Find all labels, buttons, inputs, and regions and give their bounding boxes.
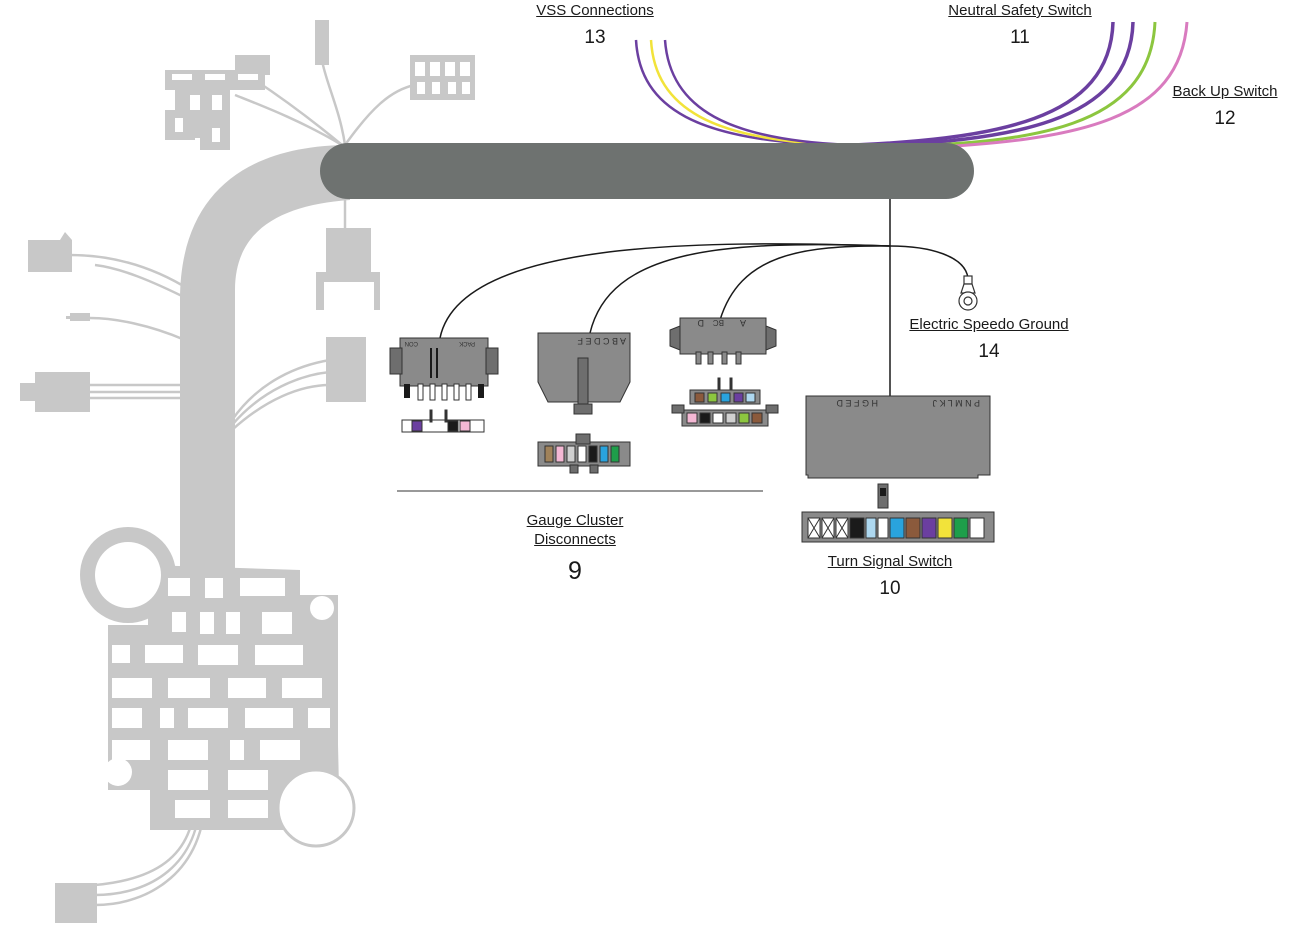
neutral-wire-1 (829, 21, 1115, 148)
backup-switch-label-name: Back Up Switch (1172, 83, 1278, 100)
gauge-cluster-label-line1: Gauge Cluster (526, 512, 624, 529)
turn-signal-connector: P N M L K J H G F E D (805, 395, 991, 509)
pack-con-left-text: CON (405, 340, 418, 346)
left-clip (66, 313, 90, 321)
neutral-safety-label: Neutral Safety Switch 11 (930, 1, 1110, 50)
harness-trunk (180, 145, 350, 580)
abcdef-connector: A B C D E F (537, 332, 631, 415)
fuse-block (80, 527, 356, 848)
top-connector (315, 20, 329, 65)
side-relay (326, 337, 366, 402)
abd-left-text: D (697, 318, 704, 328)
pack-con-connector: CON PACK (389, 337, 499, 401)
wire-to-ground (889, 245, 969, 279)
vss-label-name: VSS Connections (536, 2, 654, 19)
wire-to-pack (439, 243, 891, 339)
gauge-cluster-label-line2: Disconnects (534, 531, 616, 548)
vss-wire-purple (634, 39, 831, 147)
ground-ring-terminal (958, 275, 978, 311)
turn-signal-label-number: 10 (879, 578, 901, 599)
turn-signal-pin-strip (801, 511, 995, 543)
abd-right-text: A (740, 318, 746, 328)
turn-signal-label: Turn Signal Switch 10 (810, 552, 970, 601)
speedo-ground-label-number: 14 (978, 341, 1000, 362)
trunk-plug (316, 228, 380, 310)
turn-pins-right-text: P N M L K J (932, 398, 980, 408)
relay-connector (410, 55, 475, 100)
vss-wire-purple-2 (663, 39, 851, 147)
gray-harness (20, 20, 475, 923)
main-harness (320, 143, 974, 199)
backup-wire-pink (919, 21, 1189, 150)
pack-pin-strip (401, 409, 485, 433)
vss-label: VSS Connections 13 (520, 1, 670, 50)
upper-branch-wires (69, 59, 416, 907)
left-connector-2 (20, 372, 90, 412)
speedo-ground-label: Electric Speedo Ground 14 (892, 315, 1086, 364)
left-connector-1 (28, 232, 72, 272)
backup-switch-label-number: 12 (1214, 108, 1236, 129)
wire-to-abcdef (589, 243, 891, 334)
neutral-safety-label-name: Neutral Safety Switch (948, 2, 1092, 19)
pack-con-right-text: PACK (459, 340, 475, 346)
multi-connector (165, 55, 270, 150)
abd-mid-text: BC (713, 318, 724, 327)
wire-to-abd (719, 245, 891, 321)
backup-switch-label: Back Up Switch 12 (1160, 82, 1290, 131)
bottom-connector (55, 883, 97, 923)
turn-pins-left-text: H G F E D (836, 398, 878, 408)
abcdef-pin-strip (537, 433, 631, 474)
abd-connector: D BC A (669, 317, 777, 365)
turn-signal-label-name: Turn Signal Switch (827, 553, 953, 570)
vss-wire-yellow (649, 39, 841, 147)
black-wires (439, 199, 969, 398)
neutral-safety-label-number: 11 (1010, 27, 1030, 48)
vss-label-number: 13 (584, 27, 606, 48)
gauge-cluster-label-number: 9 (568, 557, 582, 585)
abd-pin-strip (671, 377, 779, 427)
abcdef-pin-text: A B C D E F (577, 336, 626, 346)
speedo-ground-label-name: Electric Speedo Ground (909, 316, 1069, 333)
gauge-cluster-label: Gauge Cluster Disconnects 9 (500, 511, 650, 585)
